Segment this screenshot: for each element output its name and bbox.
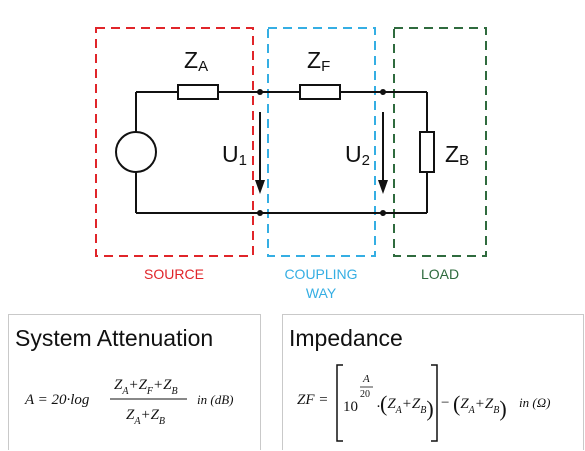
circuit-diagram: ZA ZF ZB U1 U2 SOURCE COUPLING WAY LOAD [95,27,487,301]
attenuation-formula: A = 20·log ZA+ZF+ZB ZA+ZB in (dB) [24,377,233,427]
circuit-wires [135,91,428,214]
label-za: ZA [184,47,208,75]
label-u2: U2 [345,141,370,169]
impedance-term-1: (ZA+ZB) [380,391,434,421]
node-dot [380,89,386,95]
resistor-zf [299,84,341,100]
impedance-unit: in (Ω) [519,395,550,410]
exponent-a: A [362,373,370,385]
impedance-term-2: (ZA+ZB) [453,391,507,421]
u1-arrow-head [255,180,265,194]
attenuation-numerator: ZA+ZF+ZB [114,377,178,397]
attenuation-unit: in (dB) [197,392,233,407]
impedance-panel: Impedance ZF = A 20 10 · (ZA+ZB) − (ZA+Z… [282,314,584,450]
minus-operator: − [441,395,449,411]
bracket-right [431,364,438,442]
load-section-box [393,27,487,257]
exponent-20: 20 [360,389,370,400]
node-dot [380,210,386,216]
section-label-source: SOURCE [144,266,204,282]
impedance-title: Impedance [289,325,403,351]
section-label-load: LOAD [421,266,459,282]
attenuation-panel: System Attenuation A = 20·log ZA+ZF+ZB Z… [8,314,261,450]
bracket-left [336,364,343,442]
dot-operator: · [376,399,381,415]
label-zf: ZF [307,47,330,75]
impedance-lhs: ZF = [297,392,328,408]
attenuation-title: System Attenuation [15,325,214,351]
resistor-zb [419,131,435,173]
node-dot [257,89,263,95]
resistor-za [177,84,219,100]
voltage-source [115,131,157,173]
base-10: 10 [343,399,358,415]
node-dot [257,210,263,216]
section-label-coupling: COUPLING [284,266,357,282]
attenuation-lhs: A = 20·log [24,392,90,408]
coupling-section-box [267,27,376,257]
attenuation-denominator: ZA+ZB [126,407,165,427]
impedance-formula: ZF = A 20 10 · (ZA+ZB) − (ZA+ZB) in (Ω) [297,364,550,442]
u2-arrow-head [378,180,388,194]
section-label-way: WAY [306,285,337,301]
label-u1: U1 [222,141,247,169]
label-zb: ZB [445,141,469,169]
source-section-box [95,27,254,257]
